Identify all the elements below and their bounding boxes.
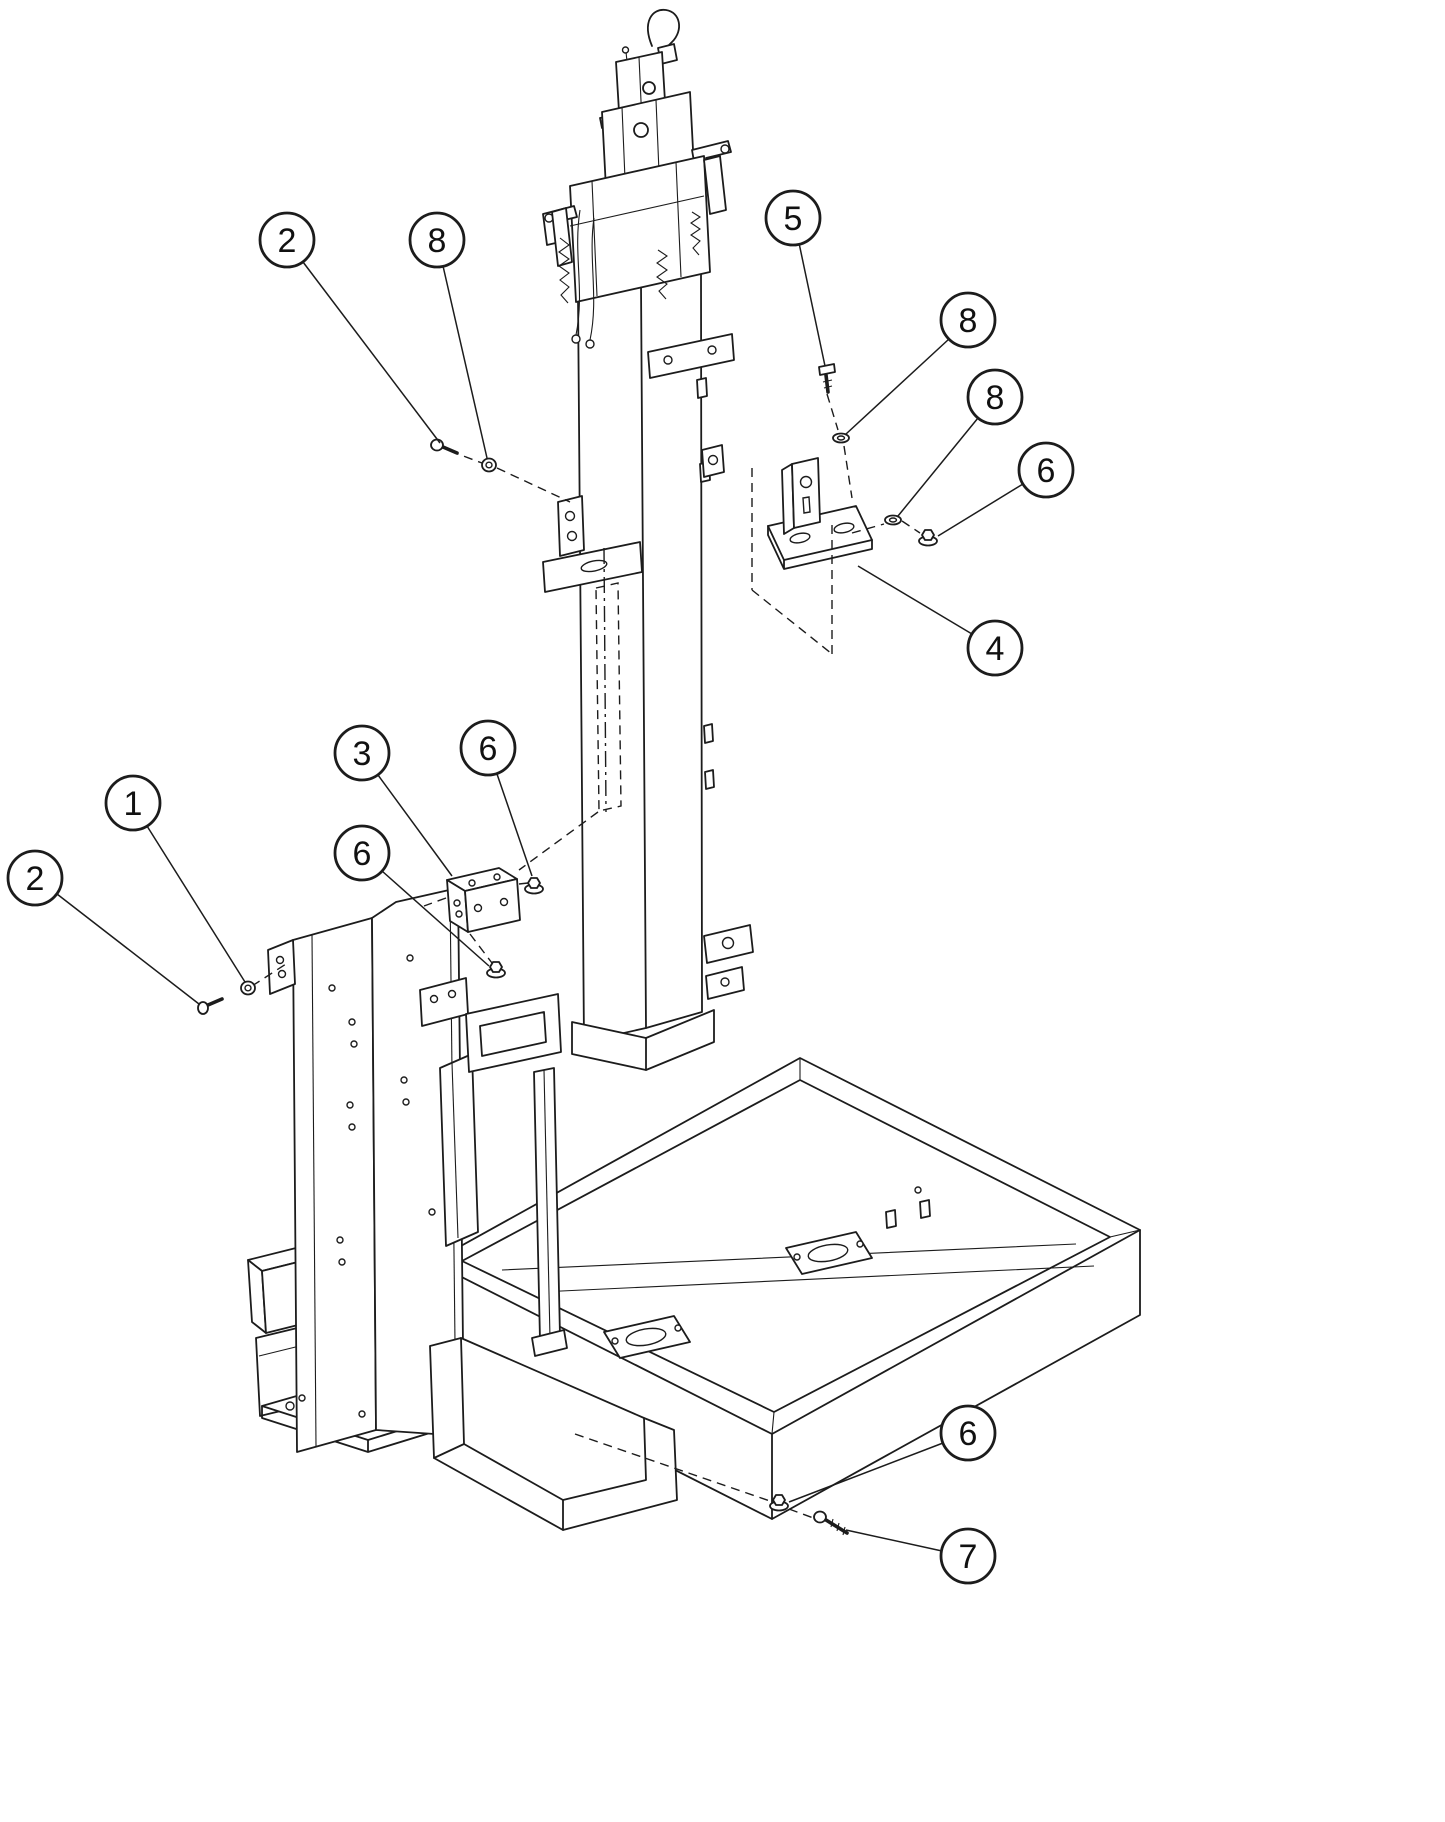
assembly-axis-lines <box>251 393 921 1520</box>
balloon-circle <box>408 211 466 269</box>
balloon-circle <box>966 368 1024 426</box>
balloon-label: 6 <box>479 730 498 768</box>
balloon-label: 6 <box>1037 452 1056 490</box>
callout-balloon-8c: 8 <box>966 368 1024 426</box>
callout-balloon-4: 4 <box>966 619 1024 677</box>
callout-balloon-1: 1 <box>104 774 162 832</box>
flange-nut-part6-bottom <box>769 1494 789 1512</box>
balloon-label: 8 <box>959 302 978 340</box>
bolt-part2-top <box>430 438 459 455</box>
balloon-label: 6 <box>959 1415 978 1453</box>
balloon-label: 2 <box>278 222 297 260</box>
mast-column <box>542 269 754 1071</box>
callout-balloon-3: 3 <box>333 724 391 782</box>
mast-rest-post <box>439 993 568 1357</box>
washer-part8-top <box>481 457 497 473</box>
flange-nut-part6-mid <box>524 877 544 895</box>
hardware-fasteners <box>197 363 938 1536</box>
callout-balloon-8b: 8 <box>939 291 997 349</box>
callout-balloon-2a: 2 <box>258 211 316 269</box>
balloon-label: 8 <box>986 379 1005 417</box>
balloon-label: 8 <box>428 222 447 260</box>
callout-balloon-7: 7 <box>939 1527 997 1585</box>
mast-mount-bracket-part4 <box>767 457 873 570</box>
balloon-label: 2 <box>26 860 45 898</box>
washer-part8-right-upper <box>832 432 850 444</box>
balloon-circle <box>966 619 1024 677</box>
balloon-label: 3 <box>353 735 372 773</box>
callout-balloon-6b: 6 <box>459 719 517 777</box>
balloon-circle <box>258 211 316 269</box>
flange-nut-part6-right <box>918 529 938 547</box>
balloon-circle <box>1017 441 1075 499</box>
balloon-circle <box>333 724 391 782</box>
callout-balloons: 2 8 5 8 8 6 4 3 <box>6 189 1075 1585</box>
balloon-label: 6 <box>353 835 372 873</box>
front-channel-bracket <box>429 1337 678 1531</box>
balloon-circle <box>6 849 64 907</box>
washer-part8-right-lower <box>884 514 902 526</box>
flange-nut-part6-lower <box>486 961 506 979</box>
callout-balloon-6c: 6 <box>333 824 391 882</box>
callout-balloon-2b: 2 <box>6 849 64 907</box>
callout-balloon-6a: 6 <box>1017 441 1075 499</box>
washer-part1 <box>240 980 256 996</box>
bolt-part5 <box>818 363 836 394</box>
balloon-circle <box>764 189 822 247</box>
balloon-label: 1 <box>124 785 143 823</box>
balloon-label: 5 <box>784 200 803 238</box>
balloon-circle <box>104 774 162 832</box>
support-bracket-part3 <box>446 867 521 933</box>
callout-balloon-8a: 8 <box>408 211 466 269</box>
bolt-part7 <box>813 1510 849 1536</box>
balloon-circle <box>459 719 517 777</box>
balloon-circle <box>333 824 391 882</box>
mast-head-assembly <box>542 9 732 349</box>
callout-leader-lines <box>56 242 1024 1552</box>
balloon-circle <box>939 291 997 349</box>
callout-balloon-5: 5 <box>764 189 822 247</box>
balloon-label: 7 <box>959 1538 978 1576</box>
balloon-label: 4 <box>986 630 1005 668</box>
bolt-part2-left <box>197 997 224 1015</box>
mast-support-frame <box>261 887 473 1453</box>
balloon-circle <box>939 1404 997 1462</box>
balloon-circle <box>939 1527 997 1585</box>
callout-balloon-6d: 6 <box>939 1404 997 1462</box>
